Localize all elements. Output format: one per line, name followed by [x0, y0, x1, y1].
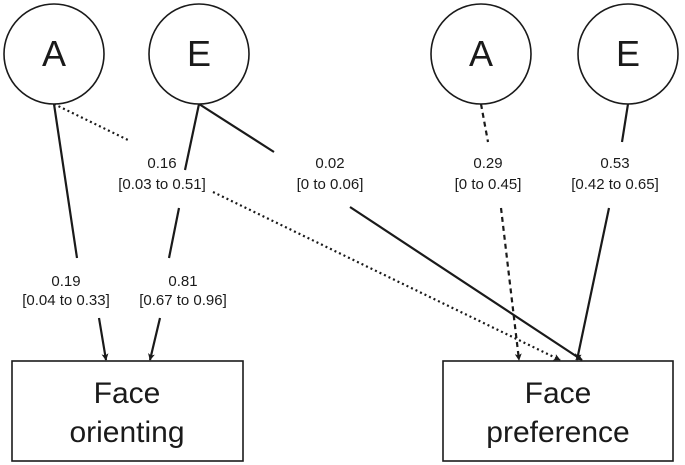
label-e-preference-cross: 0.02 [0 to 0.06] — [297, 155, 364, 193]
svg-text:preference: preference — [486, 416, 629, 449]
svg-text:[0.42 to 0.65]: [0.42 to 0.65] — [571, 176, 659, 193]
edge-e-preference-cross — [198, 103, 582, 360]
svg-text:[0.03 to 0.51]: [0.03 to 0.51] — [118, 176, 206, 193]
svg-text:[0.67 to 0.96]: [0.67 to 0.96] — [139, 292, 227, 309]
svg-text:Face: Face — [94, 377, 161, 410]
edge-a-orienting — [52, 103, 106, 360]
svg-text:0.29: 0.29 — [473, 155, 502, 172]
svg-text:Face: Face — [525, 377, 592, 410]
edge-e-preference — [577, 103, 630, 360]
svg-text:[0 to 0.45]: [0 to 0.45] — [455, 176, 522, 193]
svg-text:0.19: 0.19 — [51, 273, 80, 290]
label-a-orienting: 0.19 [0.04 to 0.33] — [22, 273, 110, 309]
label-e-orienting: 0.81 [0.67 to 0.96] — [139, 273, 227, 309]
label-a-preference-cross: 0.16 [0.03 to 0.51] — [118, 155, 206, 193]
svg-text:A: A — [469, 33, 493, 74]
svg-text:0.53: 0.53 — [600, 155, 629, 172]
box-face-orienting: Face orienting — [11, 360, 244, 462]
label-a-preference: 0.29 [0 to 0.45] — [455, 155, 522, 193]
svg-text:E: E — [616, 33, 640, 74]
label-e-preference: 0.53 [0.42 to 0.65] — [571, 155, 659, 193]
node-orienting-e: E — [148, 3, 250, 105]
svg-text:orienting: orienting — [69, 416, 184, 449]
svg-text:0.81: 0.81 — [168, 273, 197, 290]
edge-a-preference — [479, 103, 519, 360]
svg-text:[0.04 to 0.33]: [0.04 to 0.33] — [22, 292, 110, 309]
svg-text:A: A — [42, 33, 66, 74]
edge-a-preference-cross — [53, 103, 560, 360]
svg-text:[0 to 0.06]: [0 to 0.06] — [297, 176, 364, 193]
node-preference-e: E — [577, 3, 679, 105]
svg-text:0.02: 0.02 — [315, 155, 344, 172]
edge-e-orienting — [150, 103, 201, 360]
node-preference-a: A — [430, 3, 532, 105]
box-face-preference: Face preference — [442, 360, 674, 462]
svg-text:0.16: 0.16 — [147, 155, 176, 172]
svg-text:E: E — [187, 33, 211, 74]
node-orienting-a: A — [3, 3, 105, 105]
